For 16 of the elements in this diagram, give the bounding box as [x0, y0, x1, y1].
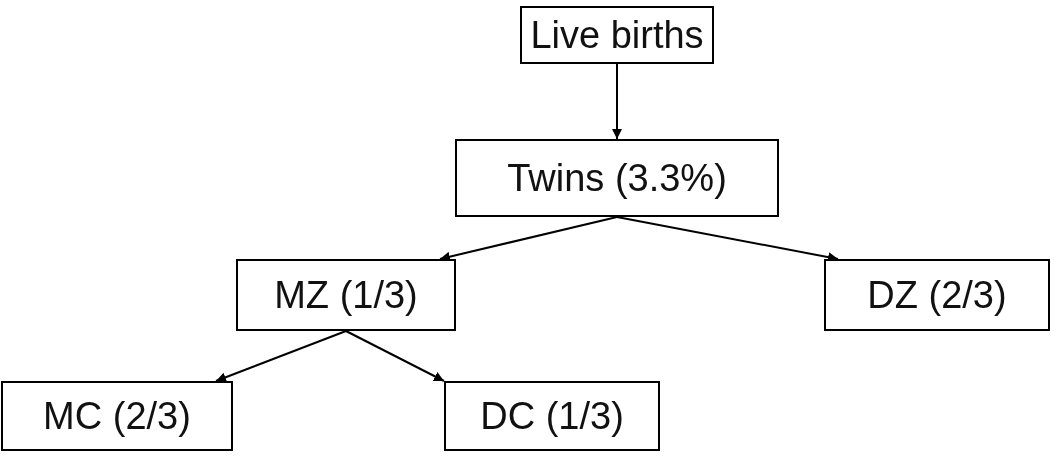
- process-box: [236, 259, 456, 331]
- node-label: Twins (3.3%): [507, 156, 727, 200]
- arrow: [345, 330, 445, 382]
- node-label: MC (2/3): [43, 394, 191, 438]
- node-label: DZ (2/3): [867, 273, 1007, 317]
- process-box: [824, 259, 1050, 331]
- node-label: MZ (1/3): [274, 273, 418, 317]
- process-box: [1, 381, 233, 451]
- node-label: Live births: [530, 13, 704, 57]
- node-label: DC (1/3): [480, 394, 624, 438]
- arrow: [612, 63, 622, 140]
- process-box: [455, 139, 779, 217]
- arrow: [439, 216, 618, 262]
- arrow: [215, 330, 347, 383]
- process-box: [444, 381, 660, 451]
- process-box: [520, 6, 714, 64]
